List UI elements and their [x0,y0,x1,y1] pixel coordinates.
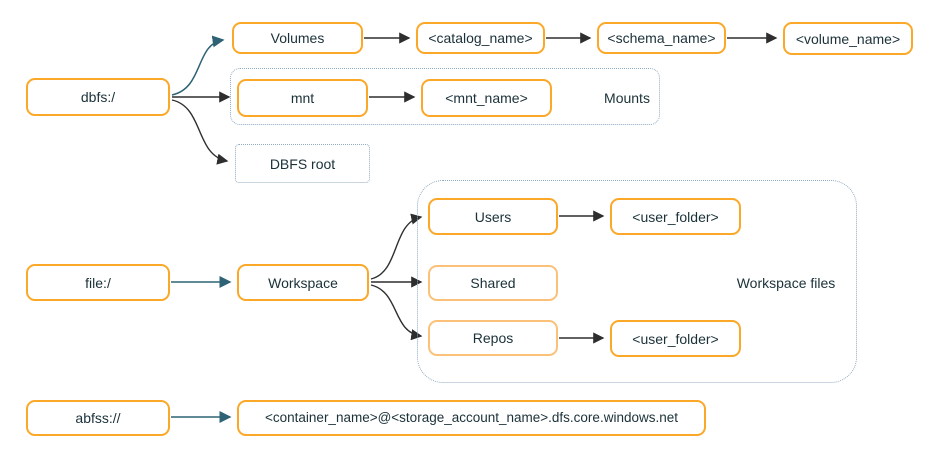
arrow-workspace-to-repos [370,284,423,341]
node-user-folder-2-label: <user_folder> [632,330,719,347]
arrow-dbfs-to-volumes [171,35,225,96]
node-container-path: <container_name>@<storage_account_name>.… [237,400,706,436]
arrow-dbfs-to-dbfs-root [171,99,229,165]
node-volumes-label: Volumes [270,30,325,46]
node-repos-label: Repos [472,330,514,346]
node-dbfs-root: DBFS root [235,144,370,183]
node-catalog-name: <catalog_name> [416,22,545,54]
node-container-path-label: <container_name>@<storage_account_name>.… [265,410,678,426]
mounts-group-label: Mounts [604,90,650,106]
node-schema-name-label: <schema_name> [607,30,716,46]
node-workspace-label: Workspace [268,274,338,291]
node-shared: Shared [428,265,558,301]
node-workspace: Workspace [237,264,369,301]
node-volume-name: <volume_name> [783,22,913,55]
node-users: Users [428,198,558,235]
node-catalog-name-label: <catalog_name> [428,30,533,46]
arrow-workspace-to-users [370,213,423,280]
node-mnt-label: mnt [290,90,315,106]
node-user-folder-2: <user_folder> [610,320,741,357]
node-volumes: Volumes [232,22,363,54]
workspace-files-group-label: Workspace files [736,275,836,291]
mounts-group [230,68,660,125]
node-dbfs: dbfs:/ [26,78,170,116]
node-schema-name: <schema_name> [597,22,726,54]
node-mnt: mnt [237,79,368,117]
node-repos: Repos [428,320,558,356]
node-abfss: abfss:// [26,400,170,436]
node-mnt-name: <mnt_name> [421,79,552,117]
workspace-files-group [417,180,857,383]
node-users-label: Users [474,208,512,225]
node-dbfs-root-label: DBFS root [269,155,336,172]
node-mnt-name-label: <mnt_name> [445,90,528,106]
node-shared-label: Shared [470,275,516,291]
node-dbfs-label: dbfs:/ [80,89,116,105]
node-volume-name-label: <volume_name> [795,30,901,47]
node-file-label: file:/ [85,274,111,291]
node-abfss-label: abfss:// [75,410,121,426]
node-file: file:/ [26,264,170,301]
node-user-folder-1-label: <user_folder> [632,208,719,225]
node-user-folder-1: <user_folder> [610,198,741,235]
